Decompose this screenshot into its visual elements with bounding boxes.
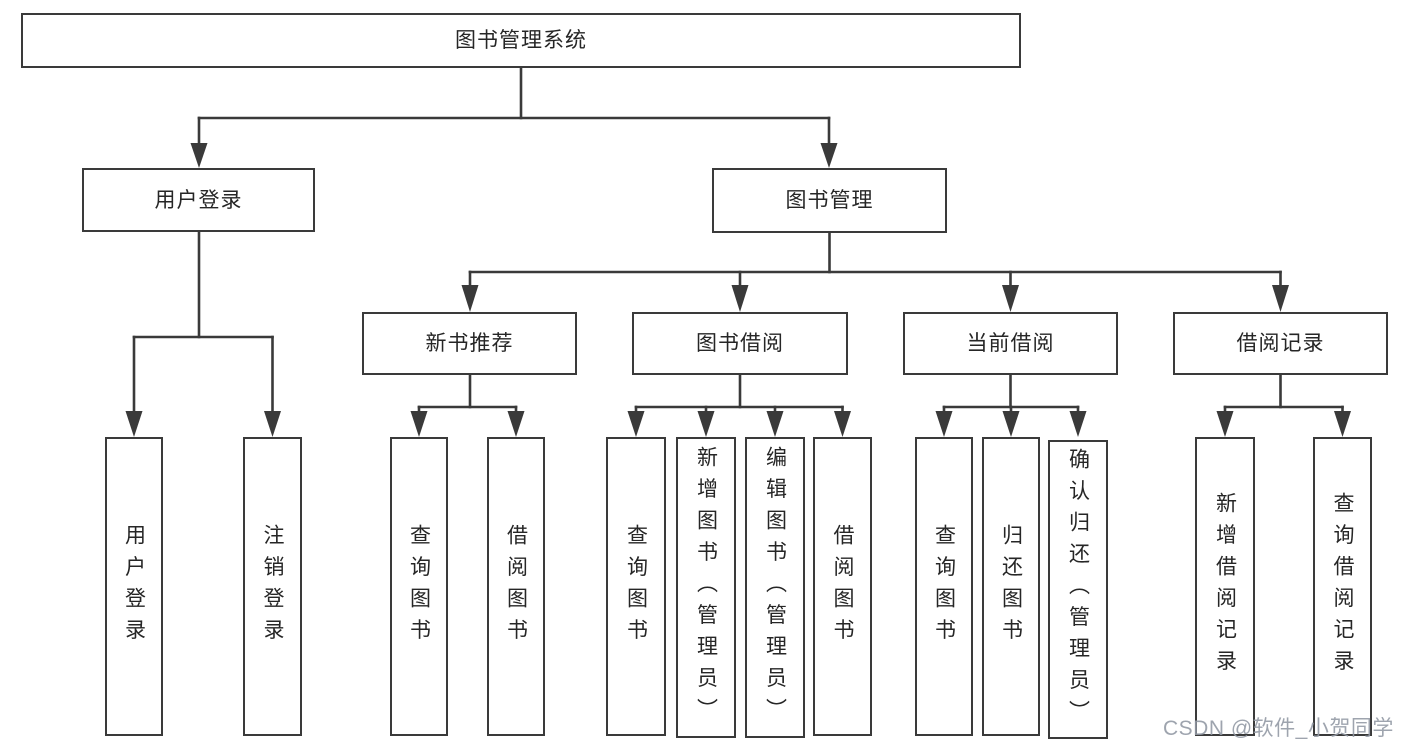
node-book-borrow: 图书借阅 bbox=[632, 312, 848, 375]
leaf-logout: 注销登录 bbox=[243, 437, 302, 736]
leaf-return-book: 归还图书 bbox=[982, 437, 1040, 736]
leaf-query-books-borrow: 查询图书 bbox=[606, 437, 666, 736]
node-root: 图书管理系统 bbox=[21, 13, 1021, 68]
leaf-edit-book-admin: 编辑图书（管理员） bbox=[745, 437, 805, 738]
leaf-query-books-current: 查询图书 bbox=[915, 437, 973, 736]
arrowheads bbox=[125, 143, 1351, 437]
node-new-book-recommend: 新书推荐 bbox=[362, 312, 577, 375]
node-current-borrow: 当前借阅 bbox=[903, 312, 1118, 375]
node-book-management: 图书管理 bbox=[712, 168, 947, 233]
leaf-query-books-recommend: 查询图书 bbox=[390, 437, 448, 736]
leaf-add-book-admin: 新增图书（管理员） bbox=[676, 437, 736, 738]
leaf-borrow-books-recommend: 借阅图书 bbox=[487, 437, 545, 736]
leaf-query-borrow-record: 查询借阅记录 bbox=[1313, 437, 1372, 736]
csdn-watermark: CSDN @软件_小贺同学 bbox=[1163, 717, 1394, 740]
node-user-login: 用户登录 bbox=[82, 168, 315, 232]
leaf-add-borrow-record: 新增借阅记录 bbox=[1195, 437, 1255, 736]
node-borrow-records: 借阅记录 bbox=[1173, 312, 1388, 375]
leaf-user-login: 用户登录 bbox=[105, 437, 163, 736]
leaf-confirm-return-admin: 确认归还（管理员） bbox=[1048, 440, 1108, 739]
leaf-borrow-books: 借阅图书 bbox=[813, 437, 872, 736]
